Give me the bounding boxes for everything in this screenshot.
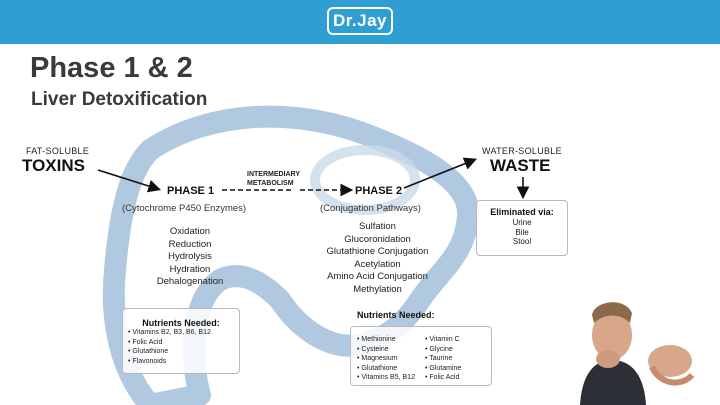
- list-item: Urine: [512, 218, 532, 227]
- list-item: Hydration: [169, 263, 211, 275]
- toxins-arrow: [97, 169, 162, 193]
- list-item: • Vitamin C: [425, 336, 460, 343]
- phase1-title: PHASE 1: [167, 185, 215, 197]
- list-item: • Glycine: [425, 345, 453, 353]
- list-item: • Cysteine: [357, 345, 389, 353]
- list-item: Hydrolysis: [168, 251, 212, 262]
- intermediary-caption: INTERMEDIARY METABOLISM: [247, 171, 301, 187]
- phase2-subtitle: (Conjugation Pathways): [320, 203, 421, 214]
- list-item: Methylation: [353, 283, 402, 295]
- phase2-to-waste-arrow: [403, 157, 477, 189]
- phase1-subtitle: (Cytochrome P450 Enzymes): [122, 203, 247, 214]
- list-item: • Folic Acid: [128, 338, 163, 346]
- list-item: Glutathione Conjugation: [326, 246, 429, 257]
- phase1-processes: Oxidation Reduction Hydrolysis Hydration…: [135, 226, 245, 289]
- list-item: • Glutathione: [128, 348, 169, 355]
- list-item: • Methionine: [357, 336, 396, 343]
- nutrients-phase1-title: Nutrients Needed:: [142, 318, 220, 328]
- presenter-video-icon: [580, 302, 695, 405]
- list-item: Glucoronidation: [344, 233, 411, 245]
- toxins-label: TOXINS: [22, 156, 85, 175]
- nutrients-phase1-box: Nutrients Needed: • Vitamins B2, B3, B6,…: [122, 308, 240, 374]
- brand-logo: Dr.Jay: [327, 7, 393, 35]
- nutrients-phase2-box: • Methionine • Cysteine • Magnesium • Gl…: [350, 326, 492, 386]
- phase2-processes: Sulfation Glucoronidation Glutathione Co…: [310, 221, 445, 296]
- waste-caption: WATER-SOLUBLE: [482, 146, 562, 156]
- list-item: • Magnesium: [357, 355, 398, 362]
- list-item: • Vitamins B2, B3, B6, B12: [128, 329, 211, 336]
- list-item: Bile: [515, 227, 529, 237]
- liver-outline-icon: [102, 105, 479, 405]
- slide-title: Phase 1 & 2: [30, 52, 193, 84]
- toxins-caption: FAT-SOLUBLE: [26, 146, 90, 156]
- slide-subtitle: Liver Detoxification: [31, 89, 208, 110]
- list-item: • Flavonoids: [128, 357, 167, 365]
- list-item: • Glutamine: [425, 364, 462, 372]
- list-item: Oxidation: [169, 226, 211, 237]
- list-item: • Glutathione: [357, 364, 398, 372]
- eliminated-title: Eliminated via:: [490, 207, 554, 217]
- list-item: Dehalogenation: [156, 276, 224, 287]
- list-item: Sulfation: [359, 221, 396, 232]
- list-item: Reduction: [168, 238, 212, 250]
- list-item: • Taurine: [425, 355, 453, 362]
- waste-label: WASTE: [490, 156, 551, 175]
- eliminated-box: Eliminated via: Urine Bile Stool: [476, 200, 568, 256]
- list-item: • Folic Acid: [425, 374, 460, 381]
- list-item: • Vitamins B5, B12: [357, 374, 415, 381]
- phase2-title: PHASE 2: [355, 185, 403, 197]
- nutrients-phase2-title: Nutrients Needed:: [357, 310, 435, 320]
- list-item: Acetylation: [354, 258, 401, 270]
- list-item: Stool: [512, 237, 532, 246]
- list-item: Amino Acid Conjugation: [327, 271, 428, 282]
